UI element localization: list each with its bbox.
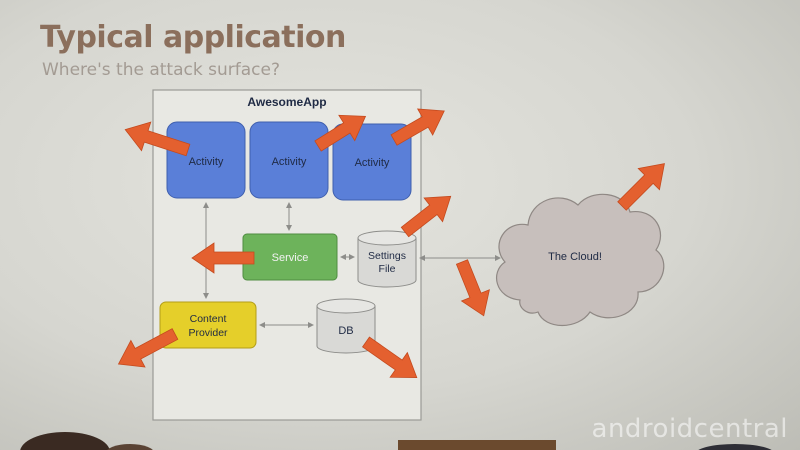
service-node: Service — [242, 233, 338, 281]
activity-label-2: Activity — [272, 156, 307, 168]
attack-arrows — [117, 108, 665, 378]
attack-arrow-activity2 — [314, 114, 367, 152]
activity-node-3: Activity — [332, 123, 412, 201]
audience-silhouettes — [20, 432, 772, 450]
settings-file-node: Settings File — [357, 230, 417, 288]
activity-node-1: Activity — [166, 121, 246, 199]
slide-subtitle: Where's the attack surface? — [42, 60, 280, 80]
activity-label-1: Activity — [189, 156, 224, 168]
attack-arrow-service — [191, 242, 255, 274]
settings-file-label-line2: File — [379, 263, 396, 275]
content-provider-label-line1: Content — [190, 313, 227, 325]
cloud-label: The Cloud! — [548, 251, 602, 263]
content-provider-label-line2: Provider — [188, 327, 228, 339]
awesomeapp-label: AwesomeApp — [247, 95, 326, 109]
attack-arrow-contentprovider — [117, 328, 179, 368]
watermark: androidcentral — [591, 414, 788, 444]
attack-arrow-cloud — [617, 163, 665, 211]
attack-arrow-activity1 — [124, 121, 191, 157]
db-label: DB — [338, 325, 353, 337]
activity-label-3: Activity — [355, 157, 390, 169]
service-label: Service — [272, 252, 309, 264]
attack-arrow-settings-down — [455, 259, 490, 317]
attack-arrow-activity3 — [390, 108, 445, 146]
settings-file-label-line1: Settings — [368, 250, 406, 262]
cloud-node: The Cloud! — [496, 193, 665, 326]
attack-arrow-settings-up — [400, 195, 452, 238]
activity-node-2: Activity — [249, 121, 329, 199]
db-node: DB — [316, 298, 376, 354]
attack-arrow-db — [362, 336, 418, 378]
slide-title: Typical application — [40, 20, 346, 55]
content-provider-node: Content Provider — [159, 301, 257, 349]
